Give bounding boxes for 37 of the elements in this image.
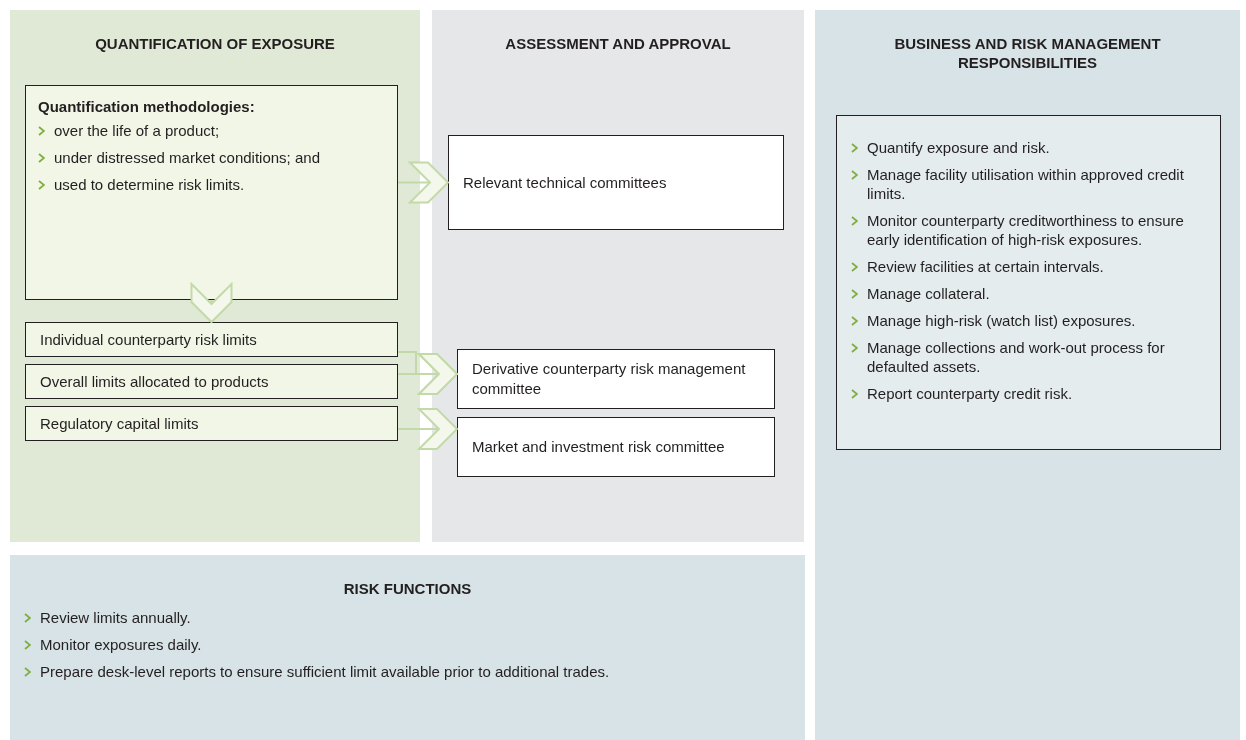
list-box xyxy=(25,85,398,300)
box-label: Market and investment risk committee xyxy=(472,437,725,457)
panel xyxy=(10,555,805,740)
box-label: Relevant technical committees xyxy=(463,172,667,193)
list-item: Prepare desk-level reports to ensure sufficient limit available prior to additional trades. xyxy=(40,662,610,681)
panel-heading: BUSINESS AND RISK MANAGEMENT RESPONSIBILITIES xyxy=(893,34,1162,72)
list-item: Manage collateral. xyxy=(867,284,990,303)
process-box xyxy=(448,135,784,230)
box-label: Overall limits allocated to products xyxy=(40,371,269,392)
process-box xyxy=(457,417,775,477)
box-heading: Quantification methodologies: xyxy=(38,98,256,115)
process-box xyxy=(25,364,398,399)
list-item: Monitor exposures daily. xyxy=(40,635,202,654)
panel-heading: ASSESSMENT AND APPROVAL xyxy=(504,34,732,53)
panel-heading: QUANTIFICATION OF EXPOSURE xyxy=(94,34,336,53)
process-box xyxy=(457,349,775,409)
list-item: Report counterparty credit risk. xyxy=(867,384,1073,403)
list-box xyxy=(836,115,1221,450)
panel xyxy=(432,10,804,542)
panel xyxy=(10,10,420,542)
list-item: under distressed market conditions; and xyxy=(54,148,320,167)
box-label: Regulatory capital limits xyxy=(40,413,199,434)
process-box xyxy=(25,322,398,357)
box-label: Derivative counterparty risk management committee xyxy=(472,359,747,399)
box-label: Individual counterparty risk limits xyxy=(40,329,257,350)
panel-heading: RISK FUNCTIONS xyxy=(342,579,473,598)
list-item: Manage high-risk (watch list) exposures. xyxy=(867,311,1136,330)
list-item: used to determine risk limits. xyxy=(54,175,245,194)
list-item: Monitor counterparty creditworthiness to ensure early identification of high-risk exposures. xyxy=(867,211,1185,249)
list-item: Manage collections and work-out process for defaulted assets. xyxy=(867,338,1166,376)
process-box xyxy=(25,406,398,441)
panel xyxy=(815,10,1240,740)
list-item: Review facilities at certain intervals. xyxy=(867,257,1104,276)
list-item: Manage facility utilisation within approved credit limits. xyxy=(867,165,1185,203)
list-item: Quantify exposure and risk. xyxy=(867,138,1050,157)
list-item: over the life of a product; xyxy=(54,121,220,140)
list-item: Review limits annually. xyxy=(40,608,191,627)
